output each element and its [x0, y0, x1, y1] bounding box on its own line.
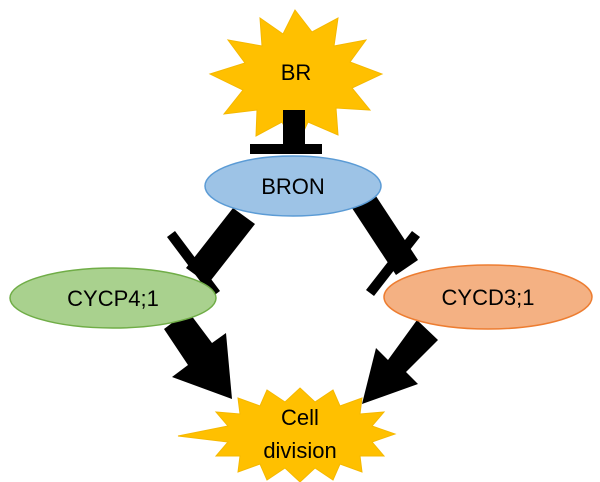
bron-node: [204, 155, 382, 217]
cell-division-label-line1: Cell: [281, 405, 319, 430]
bron-cycp-inhibition-shaft: [186, 208, 255, 284]
br-label: BR: [281, 60, 312, 85]
bron-cycp-inhibition-bar: [167, 231, 220, 297]
bron-br-inhibition-bar: [250, 144, 322, 154]
cycd-activation-arrow: [362, 320, 438, 404]
cycd-label: CYCD3;1: [442, 285, 535, 310]
cycd-node: [383, 264, 593, 330]
cycp-activation-arrow: [164, 311, 232, 399]
cell-division-label-line2: division: [263, 438, 336, 463]
cycp-node: [9, 267, 217, 329]
cell-division-burst-shape: [177, 387, 397, 482]
bron-label: BRON: [261, 174, 325, 199]
bron-br-inhibition-shaft: [283, 110, 305, 152]
bron-cycd-inhibition-bar: [366, 231, 420, 296]
cycp-label: CYCP4;1: [67, 286, 159, 311]
